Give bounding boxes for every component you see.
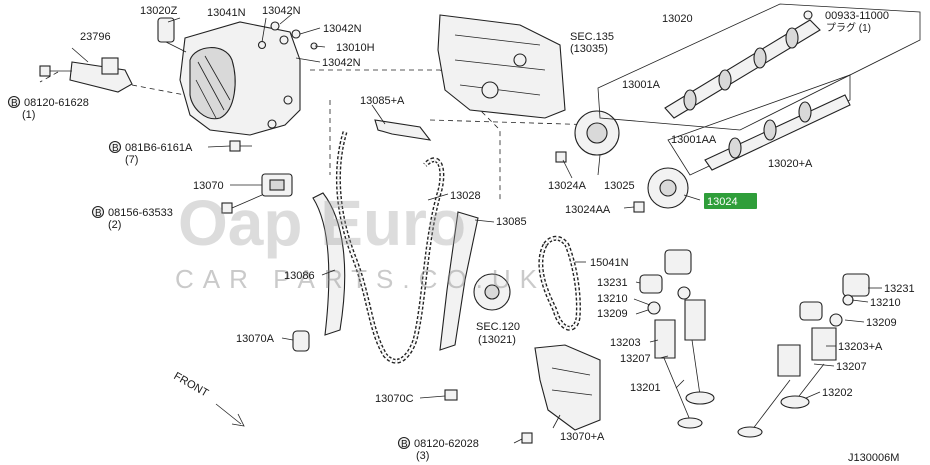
part-labels: 13020Z 13041N 13042N 13042N 13010H 13042… [7, 5, 915, 464]
bolt-13024a [555, 151, 567, 163]
label-13210-left: 13210 [597, 293, 628, 305]
slack-guide-13070a [292, 330, 310, 352]
svg-text:CAR PARTS.CO.UK: CAR PARTS.CO.UK [175, 264, 546, 294]
label-15041n: 15041N [590, 257, 629, 269]
label-13231-right: 13231 [884, 283, 915, 295]
svg-text:B: B [11, 98, 18, 109]
svg-text:B: B [112, 143, 119, 154]
label-sec120-ref: (13021) [478, 334, 516, 346]
label-13070c: 13070C [375, 393, 414, 405]
camshaft-box-13020 [597, 3, 921, 131]
camshaft-13020a[interactable] [704, 94, 851, 171]
label-13024: 13024 [707, 196, 738, 208]
label-08120-62028-qty: (3) [416, 450, 429, 462]
label-13209-right: 13209 [866, 317, 897, 329]
label-13203a: 13203+A [838, 341, 883, 353]
label-13020a: 13020+A [768, 158, 813, 170]
chain-guide-upper-13085a[interactable] [374, 119, 432, 141]
bolt-upper-left [39, 65, 72, 77]
bolt-13070c [444, 389, 458, 401]
front-label: FRONT [172, 370, 211, 399]
cylinder-head-section[interactable] [437, 14, 566, 119]
label-13042n-a: 13042N [262, 5, 301, 17]
label-13207-right: 13207 [836, 361, 867, 373]
label-13020z: 13020Z [140, 5, 178, 17]
label-13085a: 13085+A [360, 95, 405, 107]
bolt-marker-icon [91, 205, 105, 219]
label-081b6-6161a: 081B6-6161A [125, 142, 193, 154]
label-08120-62028: 08120-62028 [414, 438, 479, 450]
label-13070: 13070 [193, 180, 224, 192]
cam-sprocket-13024[interactable] [647, 167, 689, 209]
camshaft-box-13020a [667, 74, 851, 176]
bolt-13024aa [633, 201, 645, 213]
diagram-code: J130006M [848, 452, 899, 464]
label-13202: 13202 [822, 387, 853, 399]
label-13207-left: 13207 [620, 353, 651, 365]
crank-sprocket-sec120[interactable] [473, 273, 511, 311]
valve-train-right[interactable] [737, 273, 870, 438]
chain-guide-13086[interactable] [312, 192, 346, 336]
bolt-marker-icon [7, 95, 21, 109]
label-plug: プラグ (1) [826, 21, 871, 34]
timing-chain-13028[interactable] [335, 131, 445, 364]
bolt-lower [521, 432, 533, 444]
label-13201: 13201 [630, 382, 661, 394]
cam-position-sensor[interactable] [69, 47, 133, 93]
o-rings [270, 21, 318, 50]
highlight-13024 [704, 193, 757, 209]
oil-filler-cap[interactable] [157, 17, 187, 53]
secondary-chain-15041n[interactable] [538, 235, 581, 331]
tensioner-13070a[interactable] [534, 344, 601, 431]
label-23796: 23796 [80, 31, 111, 43]
front-arrow: FRONT [172, 370, 245, 427]
sensor-leader [39, 71, 186, 96]
label-08120-61628-qty: (1) [22, 109, 35, 121]
svg-text:Oap Euro: Oap Euro [178, 187, 466, 259]
label-13028: 13028 [450, 190, 481, 202]
bolt-marker-icon [397, 436, 411, 450]
label-13231-left: 13231 [597, 277, 628, 289]
label-13209-left: 13209 [597, 308, 628, 320]
label-13086: 13086 [284, 270, 315, 282]
svg-text:B: B [95, 208, 102, 219]
label-sec120: SEC.120 [476, 321, 520, 333]
label-13010h: 13010H [336, 42, 375, 54]
label-sec135: SEC.135 [570, 31, 614, 43]
label-00933-11000: 00933-11000 [825, 10, 889, 22]
bolt-tensioner [221, 194, 263, 214]
label-13025: 13025 [604, 180, 635, 192]
label-08156-63533: 08156-63533 [108, 207, 173, 219]
label-13070a-tensioner: 13070+A [560, 431, 605, 443]
label-13210-right: 13210 [870, 297, 901, 309]
label-13020: 13020 [662, 13, 693, 25]
label-13001a: 13001A [622, 79, 661, 91]
label-081b6-6161a-qty: (7) [125, 154, 138, 166]
label-08156-63533-qty: (2) [108, 219, 121, 231]
label-13070a: 13070A [236, 333, 275, 345]
label-13001aa: 13001AA [671, 134, 717, 146]
bolt-cover [229, 140, 252, 152]
label-13024a: 13024A [548, 180, 587, 192]
label-sec135-ref: (13035) [570, 43, 608, 55]
label-13041n: 13041N [207, 7, 246, 19]
label-13042n-b: 13042N [323, 23, 362, 35]
camshaft-13020[interactable] [664, 19, 821, 119]
label-13024aa: 13024AA [565, 204, 611, 216]
bolt-marker-icon [108, 140, 122, 154]
valve-train-left[interactable] [639, 249, 715, 429]
label-13085: 13085 [496, 216, 527, 228]
timing-cover[interactable] [179, 21, 301, 136]
tensioner-13070[interactable] [261, 173, 293, 197]
watermark: Oap Euro CAR PARTS.CO.UK [175, 187, 546, 294]
chain-guide-13085[interactable] [439, 211, 479, 351]
label-08120-61628: 08120-61628 [24, 97, 89, 109]
svg-text:B: B [401, 439, 408, 450]
label-13042n-c: 13042N [322, 57, 361, 69]
cam-sprocket-13025[interactable] [574, 110, 620, 156]
leader-lines [167, 13, 882, 444]
plug-00933 [803, 10, 813, 20]
label-13203: 13203 [610, 337, 641, 349]
